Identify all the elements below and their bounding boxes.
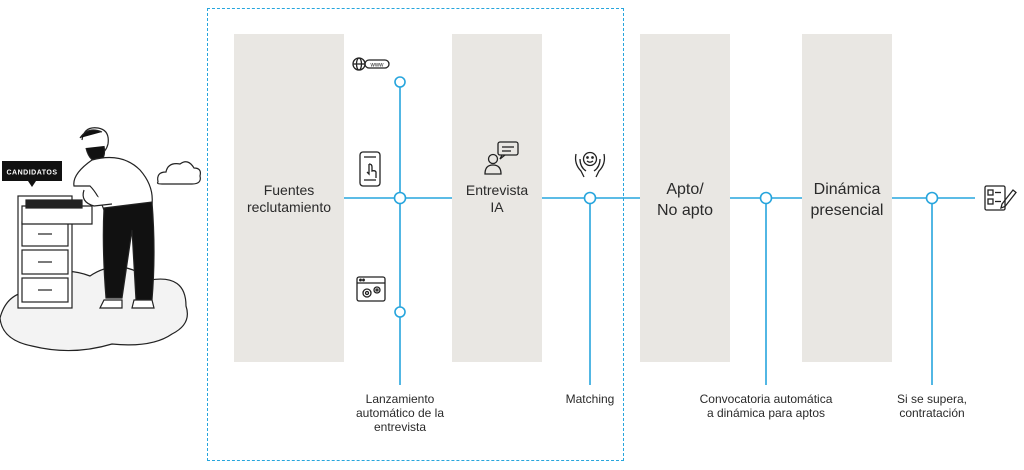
stage-column-apto: Apto/ No apto	[640, 34, 730, 362]
candidatos-tag: CANDIDATOS	[6, 170, 57, 177]
stage-column-entrevista: Entrevista IA	[452, 34, 542, 362]
node-phone	[393, 191, 407, 205]
node-convocatoria	[759, 191, 773, 205]
stage-column-fuentes: Fuentes reclutamiento	[234, 34, 344, 362]
stage-label-entrevista: Entrevista IA	[465, 182, 529, 215]
automation-group-frame	[207, 8, 624, 461]
stage-label-fuentes: Fuentes reclutamiento	[246, 182, 332, 215]
caption-matching: Matching	[565, 392, 615, 406]
stage-label-apto: Apto/ No apto	[656, 181, 714, 219]
phone-touch-icon	[359, 151, 381, 187]
node-www	[394, 76, 406, 88]
stage-column-dinamica: Dinámica presencial	[802, 34, 892, 362]
caption-contratacion: Si se supera, contratación	[896, 392, 968, 420]
caption-convocatoria: Convocatoria automática a dinámica para …	[699, 392, 833, 420]
node-browser	[394, 306, 406, 318]
www-globe-icon: www	[352, 57, 390, 71]
hands-smile-icon	[574, 151, 606, 178]
person-chat-icon	[484, 141, 519, 175]
node-contratacion	[925, 191, 939, 205]
node-matching	[583, 191, 597, 205]
svg-text:www: www	[370, 63, 385, 69]
stage-label-dinamica: Dinámica presencial	[810, 181, 884, 219]
checklist-pencil-icon	[984, 185, 1017, 211]
browser-gears-icon	[356, 276, 386, 302]
caption-lanzamiento: Lanzamiento automático de la entrevista	[355, 392, 445, 434]
candidates-illustration: CANDIDATOS	[0, 127, 201, 352]
